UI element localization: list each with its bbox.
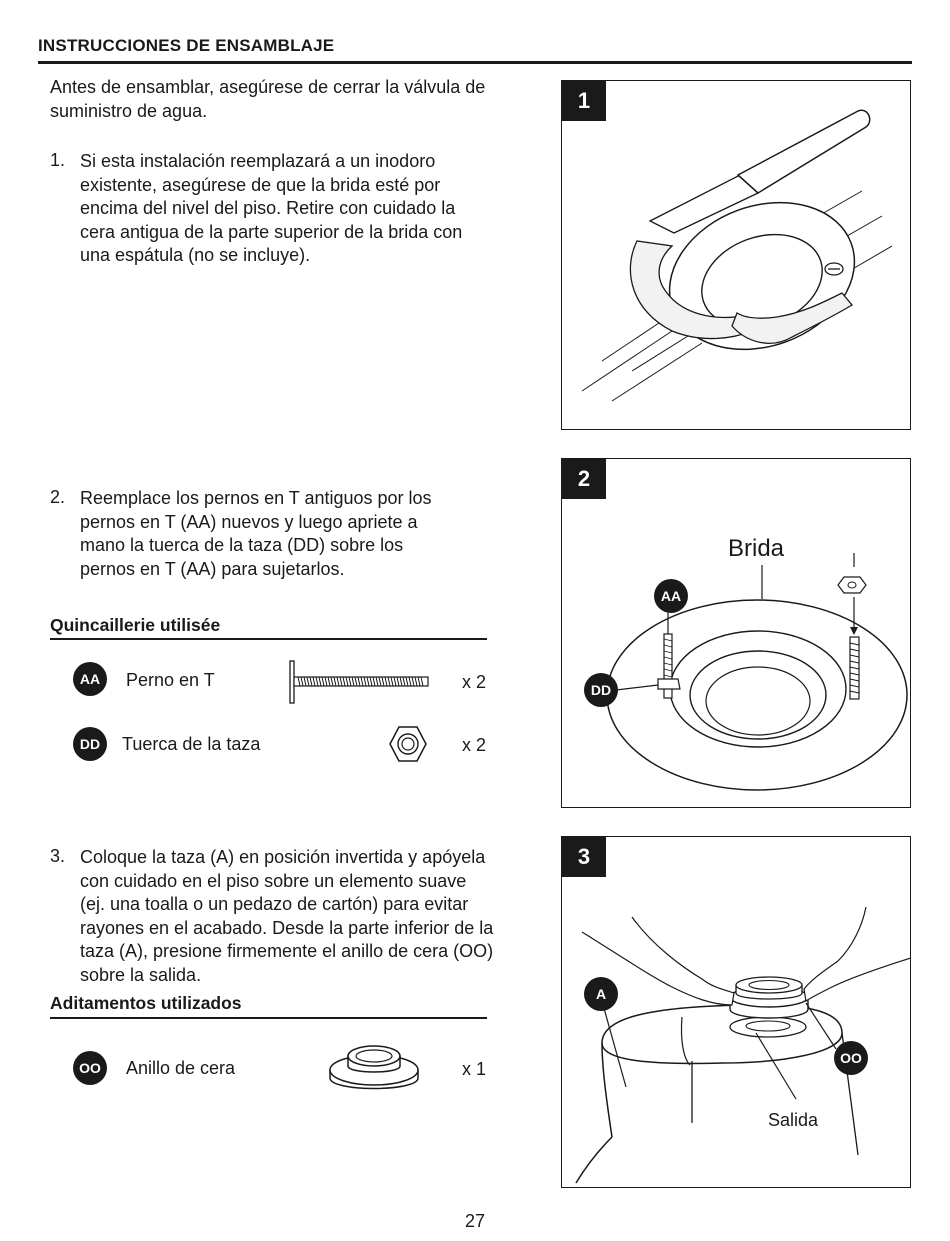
wax-ring-icon — [329, 1045, 419, 1090]
step-1-text: Si esta instalación reemplazará a un ino… — [80, 151, 463, 265]
accessories-rule — [50, 1017, 487, 1019]
panel-3-badge-a: A — [584, 977, 618, 1011]
hardware-label-t-bolt: Perno en T — [126, 670, 215, 690]
step-3-text: Coloque la taza (A) en posición invertid… — [80, 847, 494, 985]
t-bolt-icon — [289, 660, 429, 704]
panel-3-number: 3 — [562, 837, 606, 877]
hardware-qty-nut: x 2 — [462, 735, 487, 755]
accessory-label-wax-ring: Anillo de cera — [126, 1058, 236, 1078]
accessories-section-title: Aditamentos utilizados — [50, 993, 242, 1013]
badge-dd: DD — [73, 727, 107, 761]
step-1-number: 1. — [50, 150, 66, 170]
label-brida: Brida — [728, 535, 785, 562]
hardware-label-nut: Tuerca de la taza — [122, 734, 261, 754]
badge-aa: AA — [73, 662, 107, 696]
panel-2-badge-aa: AA — [654, 579, 688, 613]
label-salida: Salida — [768, 1110, 819, 1130]
panel-step-2: 2 Brida AA DD — [561, 458, 911, 808]
flange-bolts-illustration — [606, 553, 908, 791]
panel-step-3: 3 A OO Salida — [561, 836, 911, 1188]
flange-scraping-illustration — [581, 109, 893, 402]
panel-2-badge-dd: DD — [584, 673, 618, 707]
panel-3-badge-oo: OO — [834, 1041, 868, 1075]
page-number: 27 — [464, 1211, 486, 1231]
page-header: INSTRUCCIONES DE ENSAMBLAJE — [38, 36, 335, 55]
badge-oo: OO — [73, 1051, 107, 1085]
accessory-qty-wax-ring: x 1 — [462, 1059, 487, 1079]
intro-text: Antes de ensamblar, asegúrese de cerrar … — [50, 77, 486, 121]
bowl-wax-ring-illustration — [575, 906, 910, 1184]
panel-step-1: 1 — [561, 80, 911, 430]
step-2-number: 2. — [50, 487, 66, 507]
hardware-section-title: Quincaillerie utilisée — [50, 615, 221, 635]
hardware-qty-t-bolt: x 2 — [462, 672, 487, 692]
step-3-number: 3. — [50, 846, 66, 866]
panel-1-number: 1 — [562, 81, 606, 121]
header-rule — [38, 61, 912, 64]
hex-nut-icon — [389, 726, 427, 762]
hardware-rule — [50, 638, 487, 640]
step-2-text: Reemplace los pernos en T antiguos por l… — [80, 488, 432, 579]
panel-2-number: 2 — [562, 459, 606, 499]
